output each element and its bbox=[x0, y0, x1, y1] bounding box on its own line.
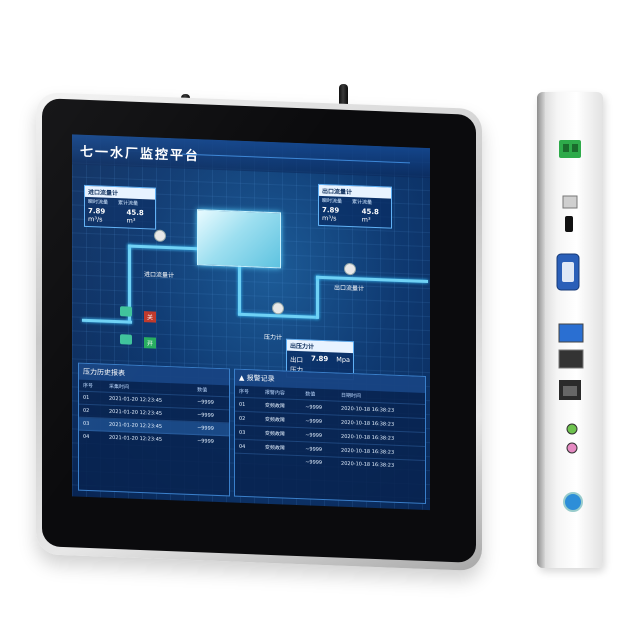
hmi-screen: 七一水厂监控平台 进口流量计 瞬时流量 累计流量 7.89 m³/s 45.8 … bbox=[72, 134, 430, 511]
alarm-title-text: 报警记录 bbox=[246, 374, 275, 384]
cell: 01 bbox=[235, 397, 261, 413]
water-tank bbox=[197, 209, 281, 269]
inlet-unit1: m³/s bbox=[88, 214, 103, 224]
cell: 02 bbox=[235, 411, 261, 427]
cell: ~9999 bbox=[301, 427, 338, 444]
cell: 03 bbox=[235, 425, 261, 441]
cell: 01 bbox=[79, 391, 105, 406]
power-switch-icon bbox=[563, 492, 583, 512]
open-switch[interactable]: 开 bbox=[144, 337, 157, 349]
io-ports bbox=[556, 140, 584, 512]
inlet-label: 进口流量计 bbox=[144, 271, 175, 280]
cell: ~9999 bbox=[193, 434, 229, 449]
cell: 2020-10-18 16:38:23 bbox=[337, 457, 425, 473]
history-col: 序号 bbox=[83, 382, 94, 390]
outlet-gauge-icon bbox=[344, 262, 356, 276]
inlet-col2: 累计流量 bbox=[118, 200, 139, 207]
pressure-gauge-icon bbox=[272, 302, 284, 315]
alarm-col: 序号 bbox=[239, 388, 250, 396]
cell bbox=[235, 453, 261, 467]
cell: 03 bbox=[79, 417, 105, 432]
panel-pc-bezel: 七一水厂监控平台 进口流量计 瞬时流量 累计流量 7.89 m³/s 45.8 … bbox=[36, 92, 482, 572]
cell: 04 bbox=[79, 430, 105, 444]
outlet-col1: 瞬时流量 bbox=[322, 197, 343, 205]
inlet-meter-box: 进口流量计 瞬时流量 累计流量 7.89 m³/s 45.8 m³ bbox=[84, 184, 156, 230]
cell: ~9999 bbox=[301, 441, 338, 458]
cell: ~9999 bbox=[301, 399, 338, 416]
cell: 变频故障 bbox=[260, 426, 302, 442]
usb2-port-icon bbox=[558, 349, 584, 369]
outlet-label: 出口流量计 bbox=[334, 284, 365, 293]
audio-in-icon bbox=[566, 442, 578, 454]
title-line bbox=[182, 153, 410, 164]
valve-top-icon bbox=[120, 306, 132, 317]
inlet-col1: 瞬时流量 bbox=[88, 198, 109, 206]
audio-out-icon bbox=[566, 423, 578, 435]
cell: ~9999 bbox=[301, 455, 338, 470]
cell: 变频故障 bbox=[260, 412, 302, 428]
pressure-label: 压力计 bbox=[264, 333, 283, 342]
outlet-col2: 累计流量 bbox=[352, 199, 373, 206]
cell: 04 bbox=[235, 439, 261, 455]
side-io-panel bbox=[537, 92, 603, 568]
panel-glass: 七一水厂监控平台 进口流量计 瞬时流量 累计流量 7.89 m³/s 45.8 … bbox=[42, 98, 476, 563]
cell: 2021-01-20 12:23:45 bbox=[104, 431, 194, 448]
inlet-gauge-icon bbox=[154, 229, 166, 242]
alarm-table: 序号 报警内容 数值 日期时间 01 变频故障 ~9999 2020-10-18… bbox=[235, 386, 425, 473]
cell bbox=[260, 454, 302, 469]
history-table: 序号 采集时间 数值 01 2021-01-20 12:23:45 ~9999 … bbox=[79, 380, 229, 449]
cell: ~9999 bbox=[301, 413, 338, 430]
close-switch[interactable]: 关 bbox=[144, 311, 157, 323]
cell: 变频故障 bbox=[260, 440, 302, 456]
screen-title: 七一水厂监控平台 bbox=[80, 144, 201, 165]
usb3-port-icon bbox=[558, 323, 584, 343]
alarm-panel: ▲ 报警记录 序号 报警内容 数值 日期时间 01 变频故障 ~9999 2 bbox=[234, 368, 426, 504]
hdmi-port-icon bbox=[565, 216, 573, 232]
outlet-meter-box: 出口流量计 瞬时流量 累计流量 7.89 m³/s 45.8 m³ bbox=[318, 183, 392, 229]
pipe-down-center bbox=[238, 264, 241, 315]
pipe-outlet-vertical bbox=[316, 275, 319, 319]
history-panel: 压力历史报表 序号 采集时间 数值 01 2021-01-20 12:23:45… bbox=[78, 362, 230, 497]
cell: 02 bbox=[79, 404, 105, 419]
cell: 变频故障 bbox=[260, 398, 302, 414]
valve-bottom-icon bbox=[120, 334, 132, 345]
inlet-unit2: m³ bbox=[126, 216, 136, 225]
outlet-unit1: m³/s bbox=[322, 213, 337, 223]
power-button-icon bbox=[562, 195, 578, 209]
outlet-unit2: m³ bbox=[361, 215, 371, 224]
